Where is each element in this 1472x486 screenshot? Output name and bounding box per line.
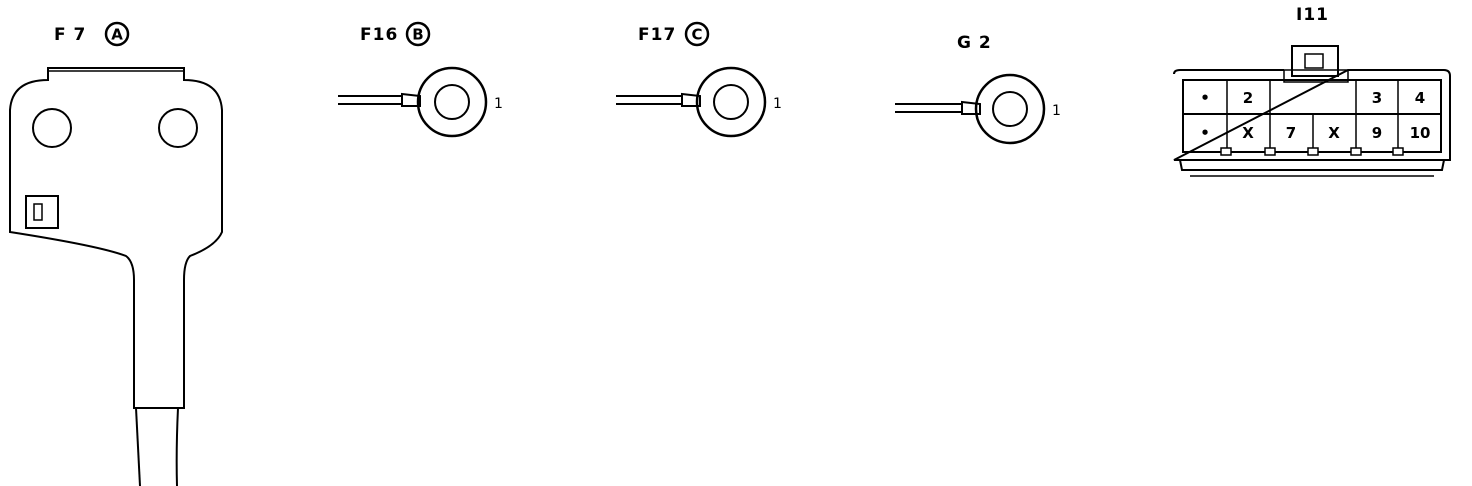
connector-f17-badge-circle — [684, 21, 710, 47]
connector-i11-nub — [1220, 147, 1232, 156]
connector-i11-cavity: • — [1200, 89, 1210, 107]
connector-g2-code: G 2 — [957, 33, 992, 53]
connector-f16: F16 B 1 — [338, 21, 503, 138]
connector-f7-body — [9, 67, 223, 409]
connector-f16-crimp — [401, 92, 421, 107]
connector-f7-latch-inner — [33, 203, 43, 221]
connector-i11-cavity: • — [1200, 124, 1210, 142]
connector-f17-crimp — [681, 92, 701, 107]
connector-f17-badge: C — [691, 26, 702, 44]
connector-i11-lock — [1291, 45, 1339, 77]
connector-f17-code: F17 — [638, 25, 676, 45]
connector-f16-badge: B — [412, 26, 423, 44]
connector-i11-cavity: X — [1242, 124, 1254, 142]
connector-i11-cavity: 3 — [1372, 89, 1382, 107]
connector-g2-ring-inner — [992, 91, 1028, 127]
connector-i11-lock-base — [1283, 69, 1349, 83]
connector-f7-latch — [25, 195, 59, 229]
connector-g2-crimp — [961, 100, 981, 115]
connector-f7: F 7 A — [9, 21, 223, 486]
connector-i11-housing — [1173, 69, 1451, 161]
connector-i11-code: I11 — [1296, 5, 1329, 25]
connector-i11-lock-window — [1304, 53, 1324, 69]
connector-f16-pin: 1 — [494, 96, 503, 112]
connector-i11-cavity: 7 — [1286, 124, 1296, 142]
connector-f7-code: F 7 — [54, 25, 86, 45]
connector-f7-cable-right — [175, 407, 179, 486]
connector-i11-cavity: 9 — [1372, 124, 1382, 142]
connector-f16-badge-circle — [405, 21, 431, 47]
connector-f17: F17 C 1 — [616, 21, 782, 138]
connector-g2: G 2 1 — [895, 33, 1061, 145]
connector-f7-badge-circle — [104, 21, 130, 47]
connector-f17-ring-outer — [695, 66, 767, 138]
connector-f7-cable-left — [135, 407, 141, 486]
connector-i11-cavity: 4 — [1415, 89, 1425, 107]
connector-i11-nub — [1307, 147, 1319, 156]
connector-f17-pin: 1 — [773, 96, 782, 112]
connector-i11-nub — [1392, 147, 1404, 156]
connector-i11-face — [1182, 79, 1442, 153]
connector-f16-ring-inner — [434, 84, 470, 120]
connector-i11-cavity: 2 — [1243, 89, 1253, 107]
connector-g2-pin: 1 — [1052, 103, 1061, 119]
connector-f7-hole-left — [32, 108, 72, 148]
connector-f7-hole-right — [158, 108, 198, 148]
connector-i11-skirt — [1179, 159, 1445, 171]
connector-i11-nub — [1264, 147, 1276, 156]
connector-i11-cavity: 10 — [1410, 124, 1431, 142]
connector-i11-nub — [1350, 147, 1362, 156]
connector-f7-badge: A — [111, 26, 123, 44]
connector-i11: I11 • 2 3 4 • X 7 X 9 10 — [1173, 5, 1451, 177]
connector-g2-ring-outer — [974, 73, 1046, 145]
connector-i11-cavity: X — [1328, 124, 1340, 142]
connector-f17-ring-inner — [713, 84, 749, 120]
connector-f16-code: F16 — [360, 25, 398, 45]
connector-f16-ring-outer — [416, 66, 488, 138]
